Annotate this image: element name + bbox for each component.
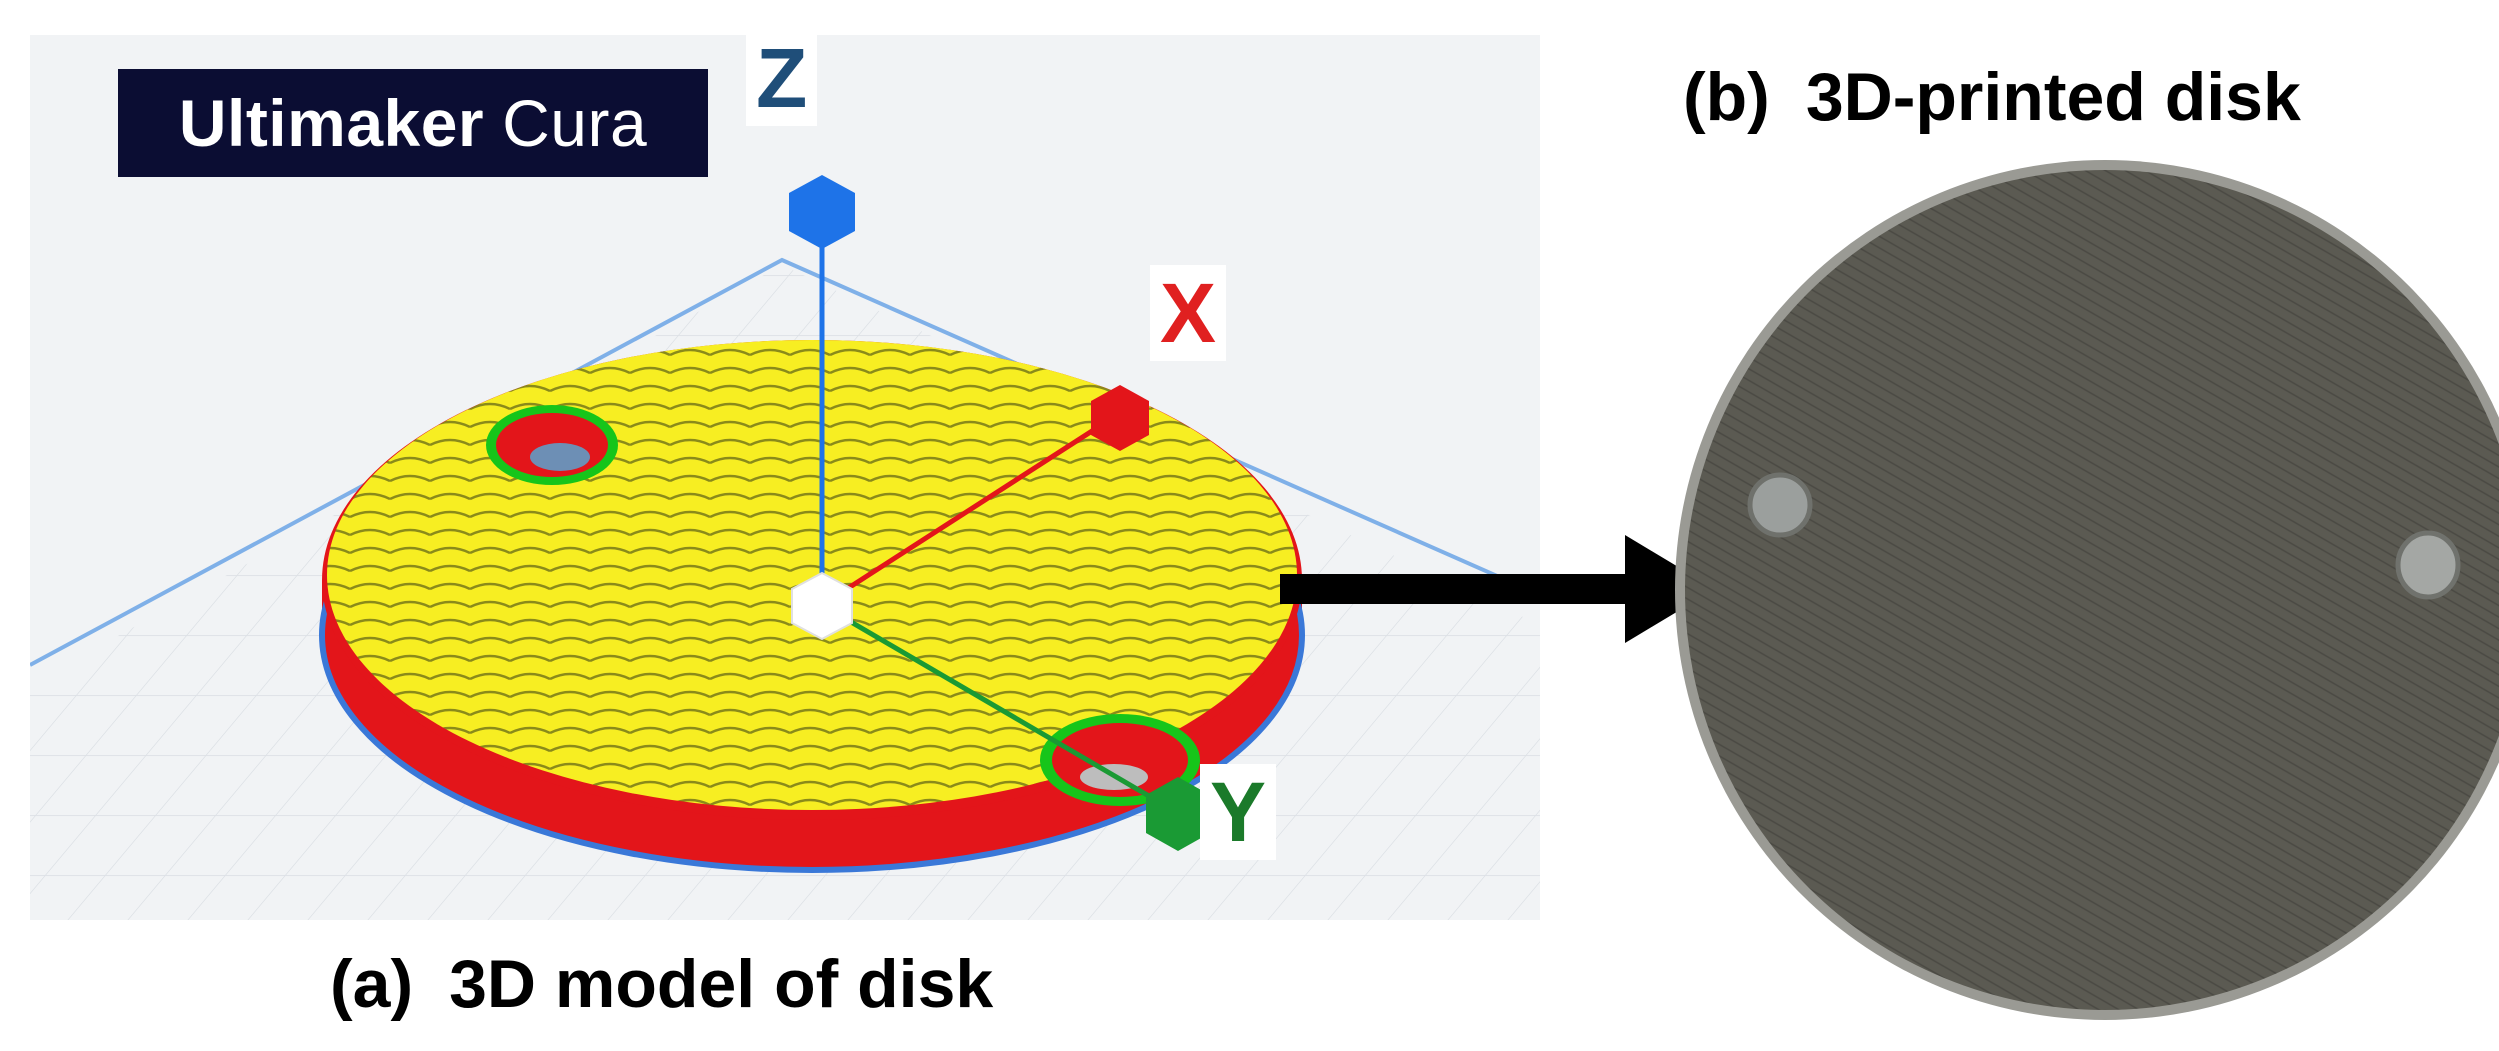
- y-axis-line: [820, 602, 1180, 816]
- caption-a: (a) 3D model of disk: [330, 945, 993, 1023]
- x-axis-line: [820, 410, 1122, 608]
- mounting-hole-left: [486, 405, 618, 485]
- build-plate-edge: [30, 257, 1540, 667]
- caption-b-text: 3D-printed disk: [1805, 59, 2301, 135]
- printed-disk-photo: [1675, 160, 2499, 1020]
- caption-a-text: 3D model of disk: [449, 946, 994, 1022]
- cura-viewport: Ultimaker Cura: [30, 35, 1540, 920]
- y-axis-label: Y: [1200, 764, 1277, 860]
- caption-b: (b) 3D-printed disk: [1683, 58, 2301, 136]
- build-plate-scene: [30, 175, 1540, 920]
- z-axis-handle-icon[interactable]: [789, 175, 855, 249]
- ultimaker-cura-logo: Ultimaker Cura: [118, 69, 708, 177]
- y-axis-handle-icon[interactable]: [1146, 777, 1210, 851]
- printed-hole-left: [1747, 472, 1813, 538]
- logo-brand: Ultimaker: [178, 86, 485, 160]
- x-axis-handle-icon[interactable]: [1091, 385, 1149, 451]
- caption-b-tag: (b): [1683, 59, 1770, 135]
- printed-hole-right: [2395, 530, 2461, 600]
- x-axis-label: X: [1150, 265, 1227, 361]
- origin-handle-icon[interactable]: [791, 571, 853, 641]
- caption-a-tag: (a): [330, 946, 414, 1022]
- z-axis-label: Z: [746, 30, 818, 126]
- logo-product: Cura: [502, 86, 648, 160]
